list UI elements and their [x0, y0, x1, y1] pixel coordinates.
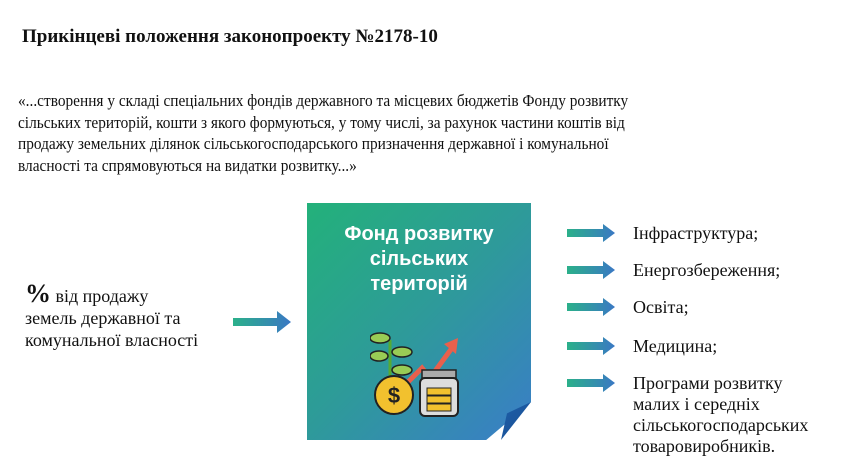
source-line: комунальної власності [25, 330, 199, 350]
direction-medicine: Медицина; [633, 336, 718, 356]
source-line: земель державної та [25, 308, 181, 328]
slide-title: Прикінцеві положення законопроекту №2178… [22, 26, 438, 47]
direction-programs: Програми розвитку малих і середніх сільс… [633, 373, 809, 456]
quote-line: власності та спрямовуються на видатки ро… [18, 155, 357, 175]
percent-sign: % [25, 279, 51, 308]
direction-energy-saving: Енергозбереження; [633, 260, 781, 280]
svg-text:$: $ [388, 383, 400, 408]
quote-line: продажу земельних ділянок сільськогоспод… [18, 134, 609, 153]
law-quote: «...створення у складі спеціальних фонді… [18, 90, 628, 176]
quote-line: «...створення у складі спеціальних фонді… [18, 91, 629, 110]
arrow-right-icon [233, 311, 291, 333]
quote-line: сільських територій, кошти з якого форму… [18, 112, 625, 132]
plant-coin-jar-growth-icon: $ [370, 332, 459, 417]
fund-title-line: територій [370, 273, 468, 295]
direction-infrastructure: Інфраструктура; [633, 223, 759, 243]
funding-source: % від продажу земель державної та комуна… [25, 281, 199, 351]
arrow-right-icon [567, 261, 615, 279]
direction-education: Освіта; [633, 297, 689, 317]
fund-title: Фонд розвитку сільських територій [307, 222, 531, 297]
source-line: від продажу [51, 286, 149, 306]
fund-title-line: сільських [369, 248, 469, 270]
arrow-right-icon [567, 224, 615, 242]
fund-title-line: Фонд розвитку [344, 223, 494, 245]
arrow-right-icon [567, 337, 615, 355]
arrow-right-icon [567, 298, 615, 316]
arrow-right-icon [567, 374, 615, 392]
